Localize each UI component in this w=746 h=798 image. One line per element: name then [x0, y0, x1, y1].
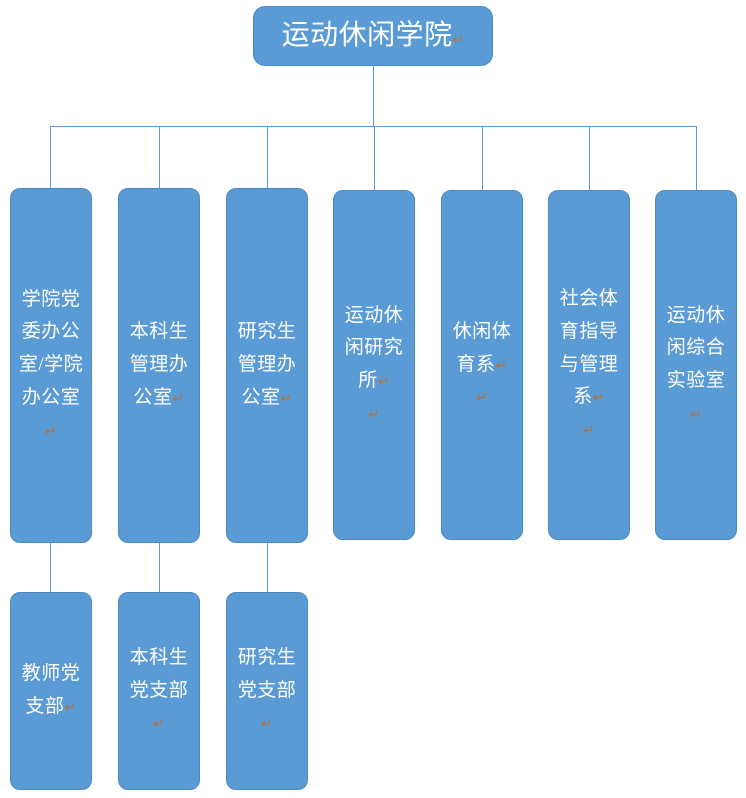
pilcrow-mark: ↵	[64, 700, 77, 716]
pilcrow-mark: ↵	[45, 423, 57, 440]
node-undergrad-branch[interactable]: 本科生党支部↵	[118, 592, 200, 790]
node-party-office-label: 学院党委办公室/学院办公室↵	[18, 288, 84, 440]
node-undergrad-office[interactable]: 本科生管理办公室↵	[118, 188, 200, 543]
pilcrow-mark-extra: ↵	[583, 423, 595, 439]
pilcrow-mark: ↵	[153, 716, 165, 733]
pilcrow-mark: ↵	[280, 390, 293, 407]
pilcrow-mark: ↵	[377, 374, 390, 390]
node-leisure-sports-dept[interactable]: 休闲体育系↵↵	[441, 190, 523, 540]
connector-drop-1	[50, 126, 51, 188]
node-grad-branch-label: 研究生党支部↵	[237, 646, 297, 733]
pilcrow-mark: ↵	[690, 406, 702, 423]
connector-drop-5	[482, 126, 483, 190]
node-root-college[interactable]: 运动休闲学院↵	[253, 6, 493, 66]
node-comprehensive-lab-label: 运动休闲综合实验室↵	[666, 304, 726, 423]
node-comprehensive-lab[interactable]: 运动休闲综合实验室↵	[655, 190, 737, 540]
node-root-label: 运动休闲学院↵	[281, 19, 465, 51]
connector-distribution-bar	[50, 126, 696, 127]
pilcrow-mark-extra: ↵	[368, 406, 380, 423]
pilcrow-mark: ↵	[592, 390, 605, 407]
pilcrow-mark: ↵	[452, 32, 465, 48]
node-social-sports-dept[interactable]: 社会体育指导与管理系↵↵	[548, 190, 630, 540]
connector-drop-7	[696, 126, 697, 190]
connector-branch-2	[159, 543, 160, 592]
connector-root-stem	[373, 66, 374, 126]
pilcrow-mark: ↵	[172, 390, 185, 407]
node-grad-office-label: 研究生管理办公室↵	[237, 321, 297, 408]
node-undergrad-office-label: 本科生管理办公室↵	[129, 321, 189, 408]
node-teacher-branch[interactable]: 教师党支部↵	[10, 592, 92, 790]
node-grad-office[interactable]: 研究生管理办公室↵	[226, 188, 308, 543]
pilcrow-mark: ↵	[261, 716, 273, 733]
node-leisure-sports-dept-label: 休闲体育系↵↵	[452, 320, 512, 407]
node-undergrad-branch-label: 本科生党支部↵	[129, 646, 189, 733]
connector-drop-6	[589, 126, 590, 190]
node-research-institute-label: 运动休闲研究所↵↵	[344, 304, 404, 423]
node-teacher-branch-label: 教师党支部↵	[21, 663, 81, 717]
node-social-sports-dept-label: 社会体育指导与管理系↵↵	[559, 288, 619, 439]
connector-drop-4	[374, 126, 375, 190]
connector-drop-3	[267, 126, 268, 188]
connector-branch-1	[50, 543, 51, 592]
pilcrow-mark-extra: ↵	[476, 390, 488, 407]
connector-branch-3	[267, 543, 268, 592]
node-grad-branch[interactable]: 研究生党支部↵	[226, 592, 308, 790]
node-research-institute[interactable]: 运动休闲研究所↵↵	[333, 190, 415, 540]
connector-drop-2	[159, 126, 160, 188]
node-party-office[interactable]: 学院党委办公室/学院办公室↵	[10, 188, 92, 543]
pilcrow-mark: ↵	[495, 357, 508, 374]
